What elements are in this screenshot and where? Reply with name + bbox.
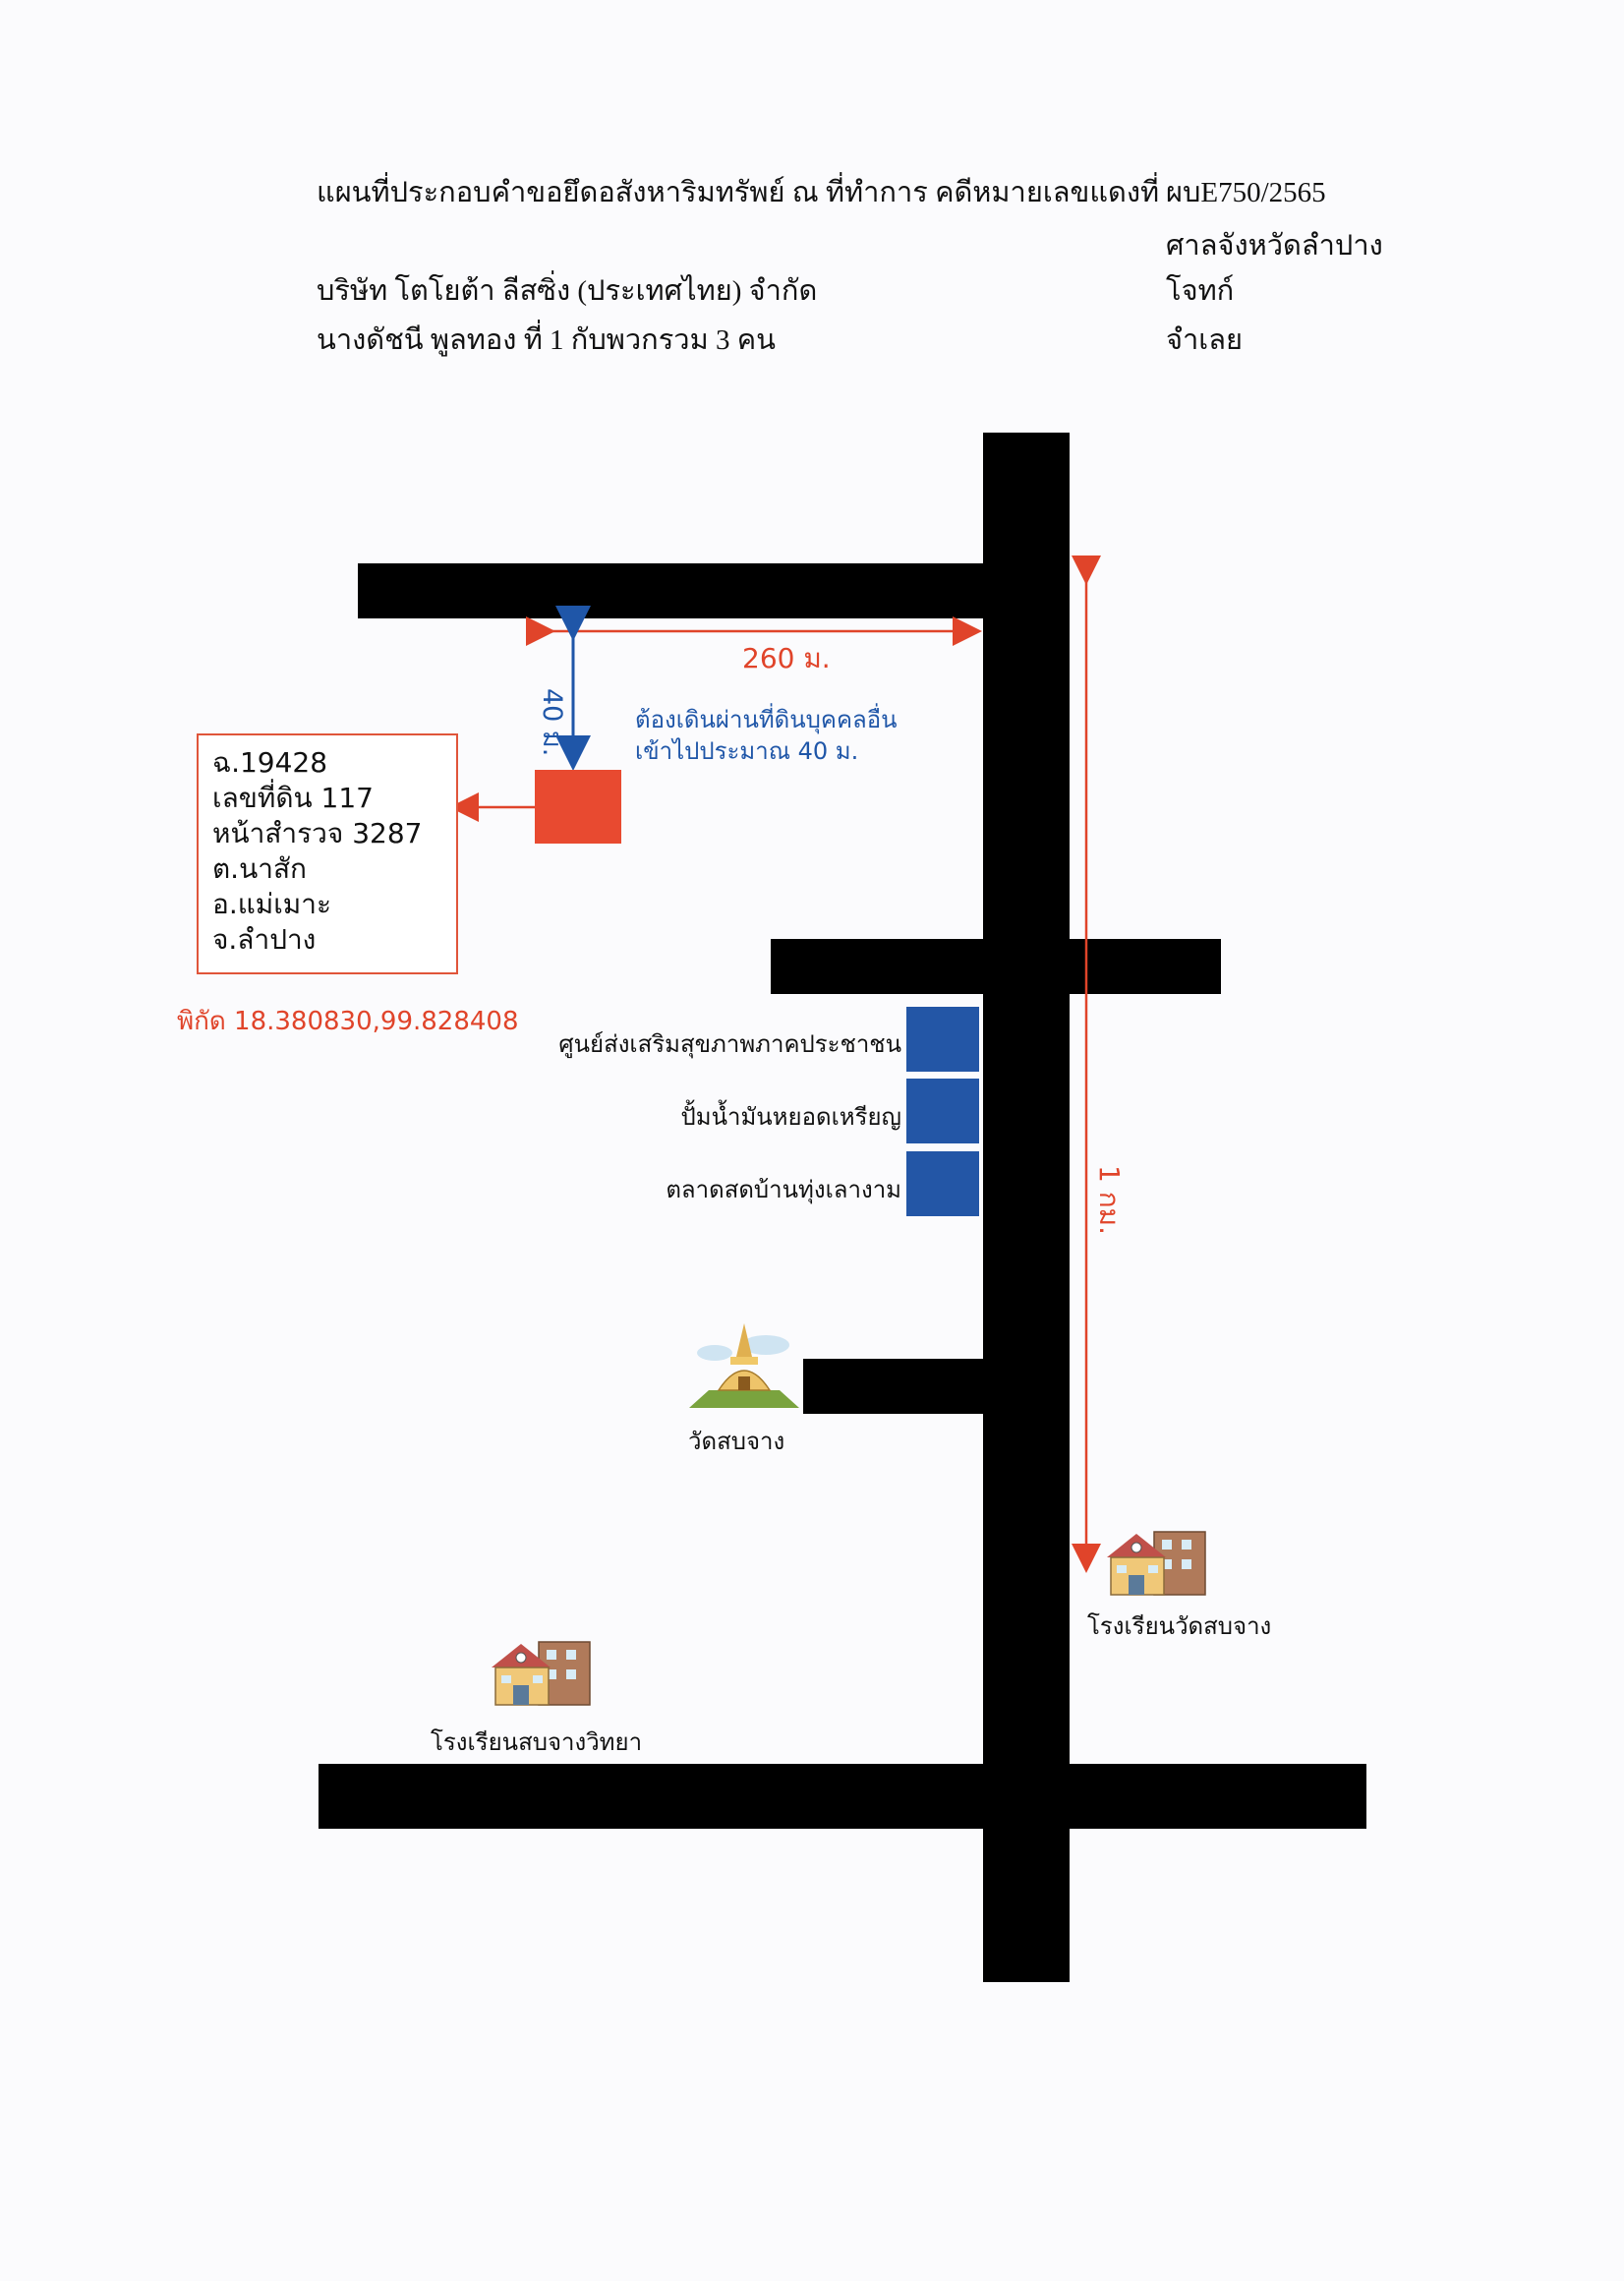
map-title: แผนที่ประกอบคำขอยึดอสังหาริมทรัพย์ ณ ที่…: [317, 177, 1160, 208]
defendant-role: จำเลย: [1166, 324, 1243, 356]
parcel-survey-page: หน้าสำรวจ 3287: [212, 817, 423, 849]
defendant-name: นางดัชนี พูลทอง ที่ 1 กับพวกรวม 3 คน: [317, 324, 776, 356]
temple-icon: [689, 1323, 799, 1408]
label-gas-station: ปั้มน้ำมันหยอดเหรียญ: [680, 1103, 901, 1131]
gas-station-marker: [906, 1079, 979, 1143]
road-bottom: [319, 1764, 1366, 1829]
access-note-line2: เข้าไปประมาณ 40 ม.: [635, 737, 859, 765]
parcel-deed: ฉ.19428: [212, 746, 328, 779]
parcel-district: อ.แม่เมาะ: [212, 888, 332, 920]
parcel-province: จ.ลำปาง: [212, 923, 317, 956]
road-temple-branch: [803, 1359, 988, 1414]
coordinates-label: พิกัด 18.380830,99.828408: [177, 1007, 519, 1036]
access-note-line1: ต้องเดินผ่านที่ดินบุคคลอื่น: [635, 706, 898, 733]
label-health-center: ศูนย์ส่งเสริมสุขภาพภาคประชาชน: [558, 1030, 901, 1058]
label-school-witthaya: โรงเรียนสบจางวิทยา: [431, 1728, 643, 1756]
road-top-branch: [358, 563, 987, 618]
label-40m: 40 ม.: [537, 688, 567, 757]
case-number: ผบE750/2565: [1166, 177, 1326, 208]
parcel-subdistrict: ต.นาสัก: [212, 852, 307, 885]
label-school-wat: โรงเรียนวัดสบจาง: [1087, 1612, 1272, 1640]
access-note: ต้องเดินผ่านที่ดินบุคคลอื่น เข้าไปประมาณ…: [635, 704, 898, 767]
label-1km: 1 กม.: [1093, 1165, 1126, 1236]
plaintiff-role: โจทก์: [1166, 275, 1235, 307]
health-center-marker: [906, 1007, 979, 1072]
parcel-info-box: ฉ.19428 เลขที่ดิน 117 หน้าสำรวจ 3287 ต.น…: [197, 733, 458, 974]
market-marker: [906, 1151, 979, 1216]
school-icon-witthaya: [492, 1641, 591, 1706]
parcel-land-no: เลขที่ดิน 117: [212, 782, 374, 814]
label-260m: 260 ม.: [742, 642, 831, 674]
plaintiff-name: บริษัท โตโยต้า ลีสซิ่ง (ประเทศไทย) จำกัด: [317, 275, 818, 307]
court-name: ศาลจังหวัดลำปาง: [1166, 230, 1383, 262]
school-icon-wat: [1107, 1531, 1206, 1596]
land-plot-marker: [535, 770, 621, 844]
label-temple: วัดสบจาง: [688, 1428, 785, 1455]
main-road-vertical: [983, 433, 1070, 1982]
label-market: ตลาดสดบ้านทุ่งเลางาม: [666, 1176, 901, 1203]
road-middle-cross: [771, 939, 1221, 994]
